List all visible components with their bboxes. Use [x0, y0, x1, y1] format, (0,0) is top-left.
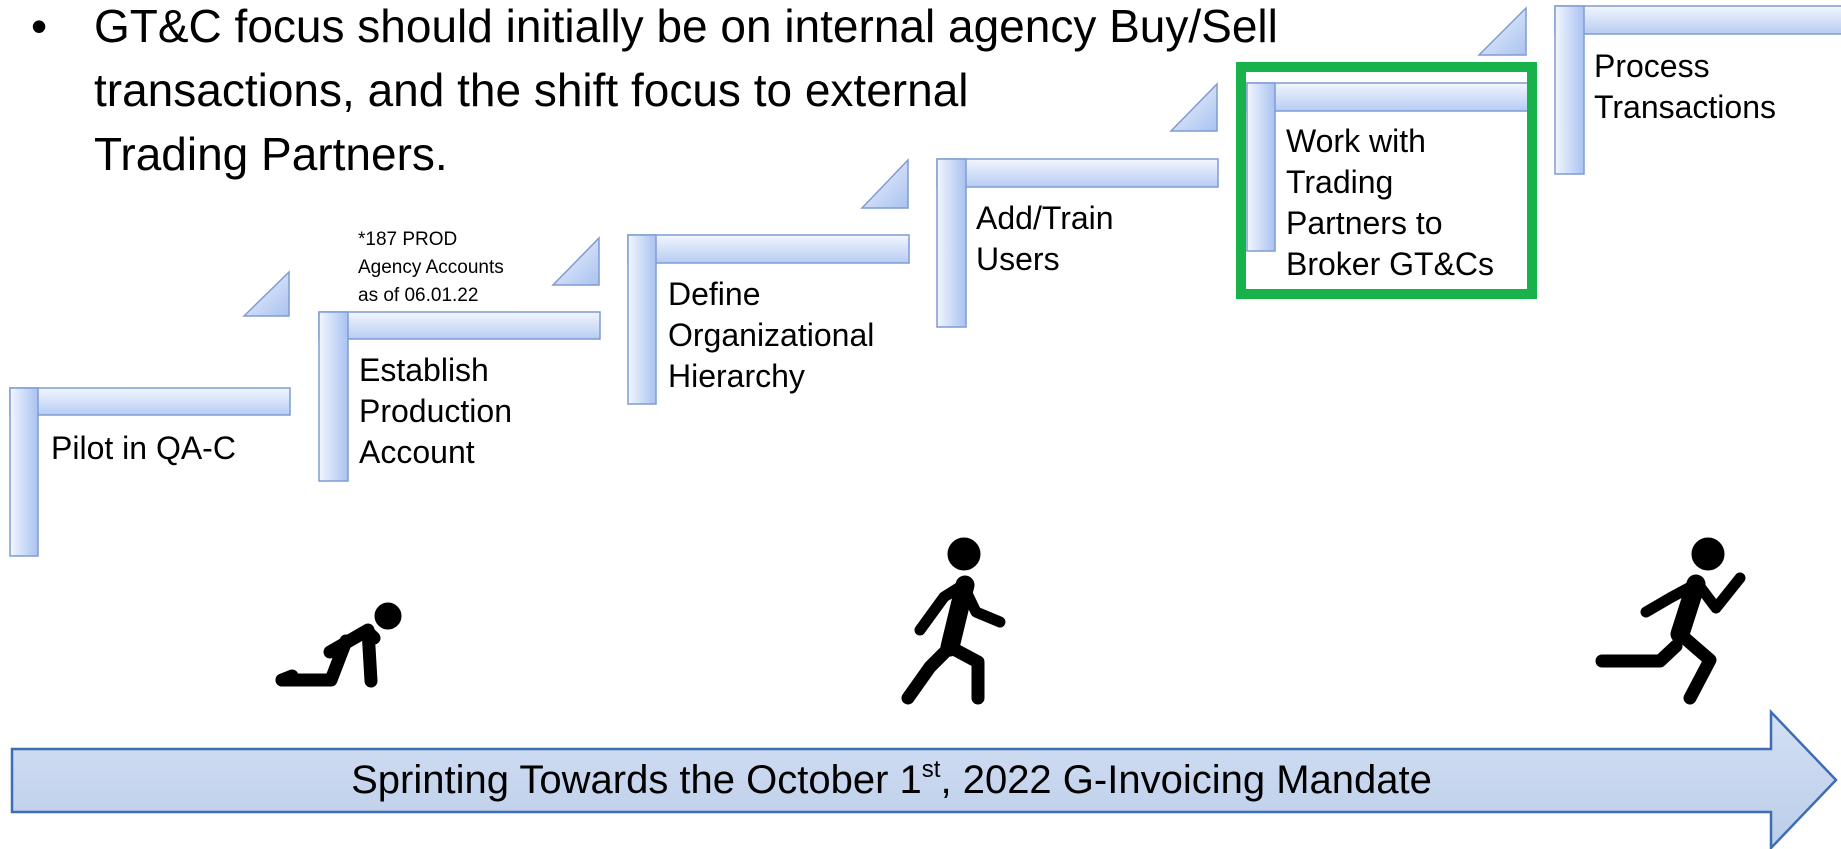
step-5-line-1: Work with: [1286, 123, 1426, 159]
step-label-6: Process Transactions: [1594, 46, 1776, 128]
highlight-box: [1236, 62, 1537, 299]
step-2-line-3: Account: [359, 434, 475, 470]
note-line-3: as of 06.01.22: [358, 285, 479, 306]
step-5-riser: [1246, 82, 1276, 252]
step-5-tread: [1246, 82, 1529, 112]
step-label-2: Establish Production Account: [359, 350, 512, 473]
step-5-line-3: Partners to: [1286, 205, 1443, 241]
step-shape-2: [318, 236, 601, 482]
step-2-line-1: Establish: [359, 352, 489, 388]
step-shape-3: [627, 158, 910, 405]
step-5-line-2: Trading: [1286, 164, 1394, 200]
step-6-line-1: Process: [1594, 48, 1710, 84]
step-2-triangle: [551, 236, 600, 286]
running-person-icon: [1595, 537, 1746, 705]
step-1-tread: [9, 387, 291, 416]
bullet-line-3: Trading Partners.: [94, 128, 448, 180]
step-label-4: Add/Train Users: [976, 198, 1114, 280]
arrow-text-after: , 2022 G-Invoicing Mandate: [940, 758, 1432, 802]
step-2-riser: [318, 311, 349, 482]
step-6-tread: [1554, 5, 1841, 35]
step-4-riser: [936, 158, 967, 328]
step-3-line-2: Organizational: [668, 317, 875, 353]
step-3-line-3: Hierarchy: [668, 358, 805, 394]
step-1-line-1: Pilot in QA-C: [51, 430, 236, 466]
step-shape-6: [1554, 5, 1841, 175]
step-5-line-4: Broker GT&Cs: [1286, 246, 1495, 282]
note-line-1: *187 PROD: [358, 229, 458, 250]
arrow-text-before: Sprinting Towards the October 1: [351, 758, 922, 802]
step-2-tread: [318, 311, 601, 340]
step-1-triangle: [242, 270, 290, 317]
timeline-arrow: [10, 708, 1838, 849]
step-label-1: Pilot in QA-C: [51, 428, 236, 469]
step-label-3: Define Organizational Hierarchy: [668, 274, 874, 397]
step-3-line-1: Define: [668, 276, 761, 312]
step-4-line-1: Add/Train: [976, 200, 1114, 236]
arrow-label: Sprinting Towards the October 1st, 2022 …: [12, 756, 1771, 804]
walking-person-icon: [901, 537, 1006, 705]
step-3-triangle: [860, 158, 909, 209]
note-line-2: Agency Accounts: [358, 257, 504, 278]
step-3-riser: [627, 234, 657, 405]
arrow-superscript: st: [921, 756, 941, 783]
bullet-line-1: GT&C focus should initially be on intern…: [94, 0, 1278, 52]
step-6-riser: [1554, 5, 1585, 175]
step-4-line-2: Users: [976, 241, 1060, 277]
step-shape-4: [936, 82, 1219, 328]
bullet-symbol: •: [31, 0, 48, 52]
crouching-runner-icon: [275, 602, 402, 688]
step-2-line-2: Production: [359, 393, 512, 429]
step-1-riser: [9, 387, 39, 557]
step-shape-1: [9, 270, 291, 557]
accounts-note: *187 PROD Agency Accounts as of 06.01.22: [358, 226, 504, 310]
step-label-5: Work with Trading Partners to Broker GT&…: [1286, 121, 1494, 285]
step-5-triangle: [1477, 6, 1527, 56]
step-3-tread: [627, 234, 910, 264]
bullet-line-2: transactions, and the shift focus to ext…: [94, 64, 969, 116]
step-6-line-2: Transactions: [1594, 89, 1776, 125]
step-shape-5: [1236, 6, 1537, 299]
step-4-triangle: [1169, 82, 1218, 132]
step-4-tread: [936, 158, 1219, 188]
